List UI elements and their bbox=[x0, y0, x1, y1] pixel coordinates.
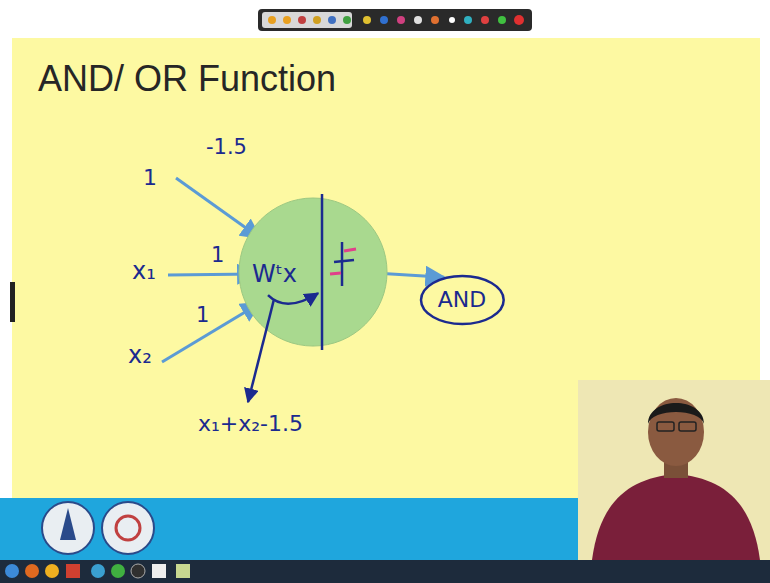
neuron-circle: Wᵗx bbox=[238, 197, 388, 347]
taskbar-icons bbox=[5, 564, 190, 578]
taskbar bbox=[0, 560, 770, 583]
input-arrow bbox=[162, 303, 260, 362]
input-arrow bbox=[176, 178, 260, 238]
slide-title: AND/ OR Function bbox=[38, 58, 336, 100]
leader-arrow bbox=[248, 299, 274, 402]
node-text: AND bbox=[438, 288, 486, 312]
presenter-video bbox=[578, 380, 770, 560]
sum-expression: x₁+x₂-1.5 bbox=[198, 412, 303, 436]
input-name: x₂ bbox=[128, 342, 152, 368]
side-marker bbox=[10, 282, 15, 322]
output-ellipse: AND bbox=[419, 274, 506, 326]
pen-toolbar bbox=[258, 9, 532, 31]
institute-logo bbox=[42, 502, 154, 554]
input-name: x₁ bbox=[132, 258, 156, 284]
bias-input: 1 bbox=[143, 166, 157, 190]
node-text: Wᵗx bbox=[252, 261, 297, 287]
weight-value: -1.5 bbox=[206, 136, 247, 159]
step-symbol bbox=[330, 242, 356, 286]
weight-value: 1 bbox=[196, 304, 209, 327]
curved-arrow bbox=[268, 293, 318, 304]
weight-value: 1 bbox=[211, 244, 224, 267]
output-arrow bbox=[387, 274, 444, 277]
